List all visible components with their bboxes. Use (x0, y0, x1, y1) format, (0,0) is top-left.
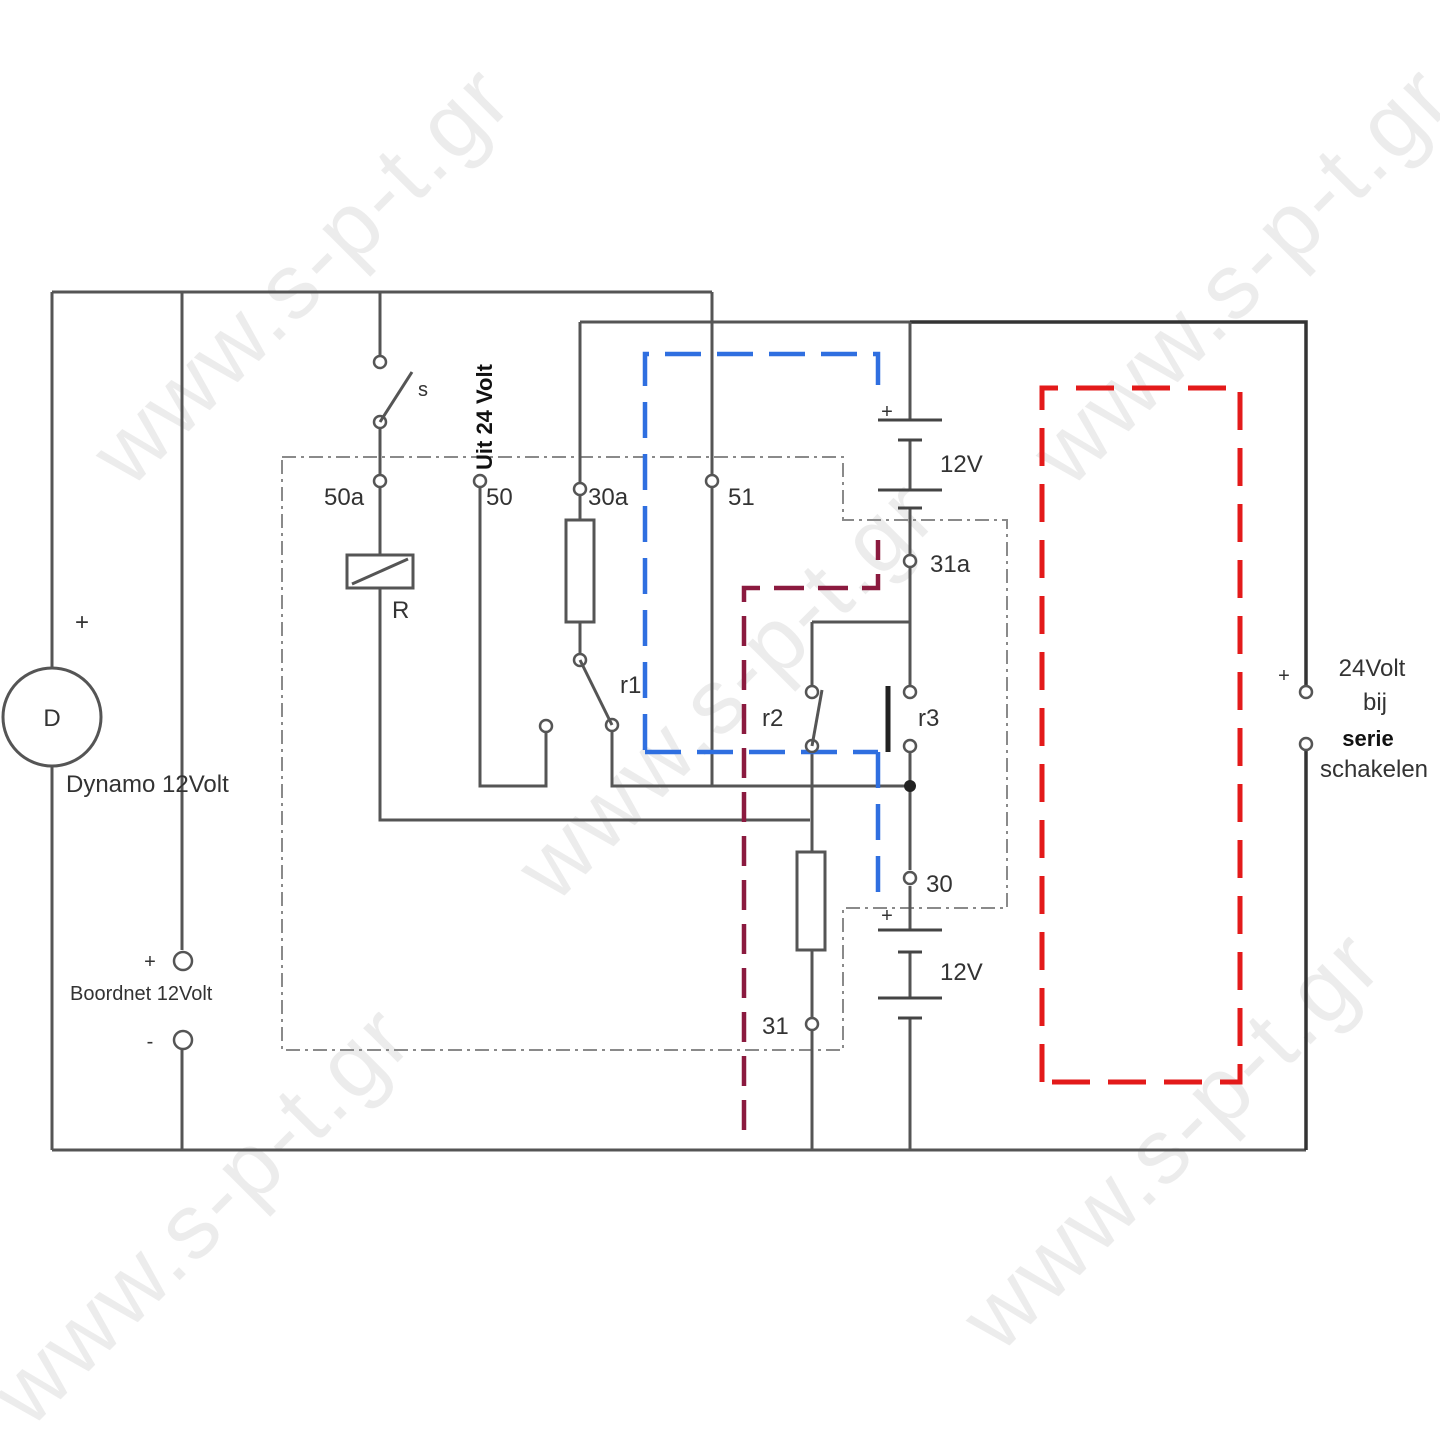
battery-top-plus: + (881, 401, 893, 423)
terminal-31a-label: 31a (930, 551, 971, 578)
battery-bottom (878, 928, 942, 1020)
blue-current-path (642, 351, 881, 900)
maroon-current-path (741, 540, 881, 1130)
r3-contact-bottom (902, 738, 918, 754)
terminal-50a-label: 50a (324, 484, 365, 511)
uit-24-volt-label: Uit 24 Volt (472, 363, 497, 470)
fuse-30a (564, 518, 596, 624)
r3-contact-top (902, 684, 918, 700)
watermark-1: www.s-p-t.gr (71, 45, 531, 505)
terminal-50a (372, 473, 388, 489)
terminal-31-label: 31 (762, 1013, 789, 1040)
r2-label: r2 (762, 705, 783, 732)
terminal-30a (572, 481, 588, 497)
terminal-31 (804, 1016, 820, 1032)
terminal-50 (472, 473, 488, 489)
r1-contact-open (538, 718, 554, 734)
terminal-30-label: 30 (926, 871, 953, 898)
fuse-31 (795, 850, 827, 952)
battery-top-label: 12V (940, 451, 983, 478)
junction-dot (904, 780, 916, 792)
series-note-line4: schakelen (1320, 756, 1428, 783)
r3-label: r3 (918, 705, 939, 732)
series-note-line1: 24Volt (1339, 655, 1406, 682)
dynamo-symbol (1, 666, 103, 768)
dynamo-letter: D (43, 705, 60, 732)
terminal-50-label: 50 (486, 484, 513, 511)
r2-blade (810, 689, 824, 747)
switch-label: s (418, 379, 428, 401)
r1-blade (578, 659, 614, 726)
relay-module-outline (281, 456, 1008, 1051)
terminal-51 (704, 473, 720, 489)
terminal-30a-label: 30a (588, 484, 629, 511)
boordnet-minus-terminal (172, 1029, 194, 1051)
battery-top (878, 418, 942, 510)
series-note-line3: serie (1342, 726, 1393, 751)
red-current-path (1039, 385, 1243, 1085)
boordnet-plus-terminal (172, 950, 194, 972)
r1-label: r1 (620, 672, 641, 699)
terminal-51-label: 51 (728, 484, 755, 511)
terminal-30 (902, 870, 918, 886)
watermark-5: www.s-p-t.gr (941, 910, 1401, 1370)
output-minus-terminal (1298, 736, 1314, 752)
boordnet-minus-sign: - (147, 1031, 154, 1053)
output-plus-terminal (1298, 684, 1314, 700)
wires (50, 290, 1308, 1152)
boordnet-label: Boordnet 12Volt (70, 983, 213, 1005)
r2-contact-top (804, 684, 820, 700)
watermarks: www.s-p-t.gr www.s-p-t.gr www.s-p-t.gr w… (0, 45, 1440, 1440)
terminal-31a (902, 553, 918, 569)
watermark-4: www.s-p-t.gr (0, 985, 431, 1440)
output-plus-sign: + (1278, 665, 1290, 687)
relay-label: R (392, 597, 409, 624)
dynamo-label: Dynamo 12Volt (66, 771, 229, 798)
switch-top-contact (372, 354, 388, 370)
watermark-2: www.s-p-t.gr (1011, 45, 1440, 505)
series-note-line2: bij (1363, 689, 1387, 716)
battery-bottom-plus: + (881, 905, 893, 927)
battery-bottom-label: 12V (940, 959, 983, 986)
boordnet-plus-sign: + (144, 951, 156, 973)
switch-blade (378, 371, 414, 423)
dynamo-plus: + (75, 609, 89, 636)
